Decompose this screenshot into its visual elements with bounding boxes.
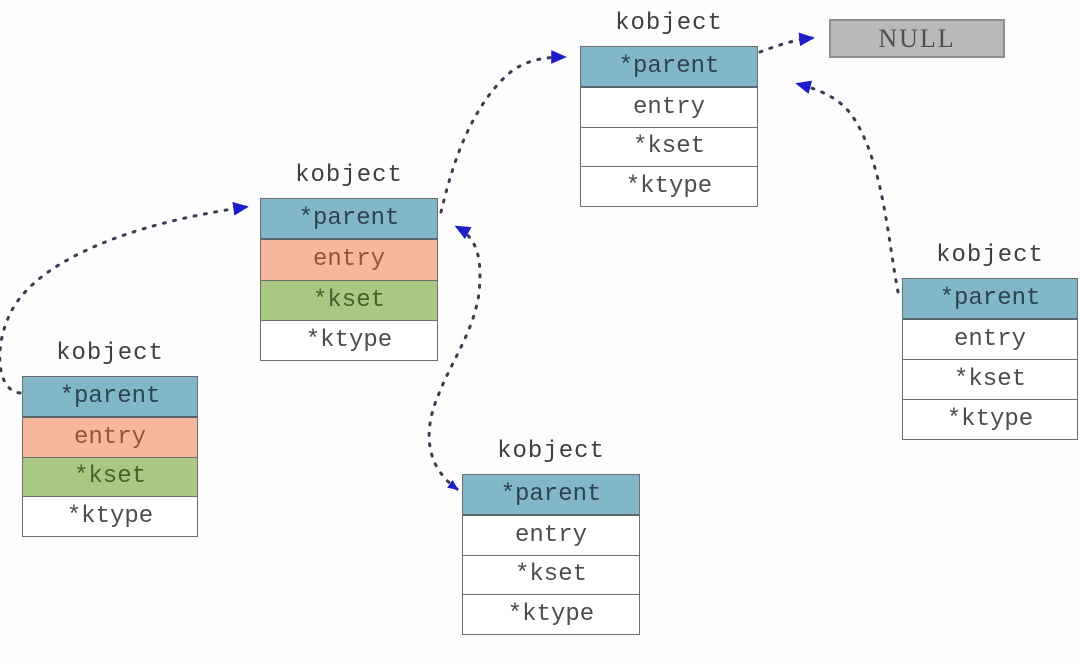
- kobject-left-field-entry: entry: [23, 417, 197, 458]
- kobject-bottom-field-ktype: *ktype: [463, 595, 639, 634]
- kobject-middle-field-ktype: *ktype: [261, 320, 437, 360]
- null-box: NULL: [829, 19, 1005, 58]
- kobject-top-title: kobject: [615, 10, 723, 37]
- kobject-middle-field-kset: *kset: [261, 280, 437, 321]
- kobject-left-field-parent: *parent: [23, 377, 197, 418]
- kobject-right-field-parent: *parent: [903, 279, 1077, 320]
- kobject-middle-field-entry: entry: [261, 240, 437, 281]
- kobject-right-title: kobject: [936, 242, 1044, 269]
- kobject-top-field-parent: *parent: [581, 47, 757, 88]
- kobject-top-field-entry: entry: [581, 87, 757, 128]
- kobject-bottom-field-parent: *parent: [463, 475, 639, 516]
- arrow-right-parent-to-top: [795, 80, 900, 294]
- arrow-middle-parent-to-top: [439, 50, 567, 214]
- kobject-top-field-kset: *kset: [581, 127, 757, 168]
- kobject-left-field-kset: *kset: [23, 457, 197, 498]
- kobject-middle-title: kobject: [295, 162, 403, 189]
- kobject-middle-field-parent: *parent: [261, 199, 437, 241]
- kobject-right-field-ktype: *ktype: [903, 400, 1077, 439]
- arrow-top-parent-to-null: [758, 32, 815, 54]
- kobject-bottom-field-kset: *kset: [463, 555, 639, 596]
- kobject-left-title: kobject: [56, 340, 164, 367]
- kobject-bottom-title: kobject: [497, 438, 605, 465]
- kobject-right-field-entry: entry: [903, 320, 1077, 360]
- kobject-top-field-ktype: *ktype: [581, 167, 757, 206]
- kobject-right-field-kset: *kset: [903, 360, 1077, 400]
- kobject-bottom-field-entry: entry: [463, 515, 639, 556]
- kobject-left-field-ktype: *ktype: [23, 497, 197, 536]
